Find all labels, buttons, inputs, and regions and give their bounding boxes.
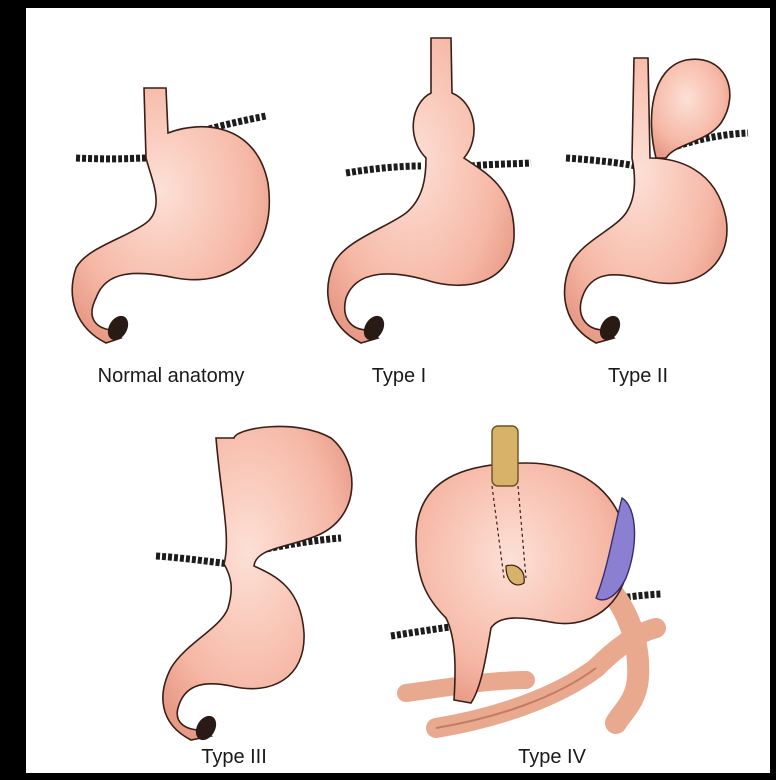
stomach-normal-drawing — [26, 8, 276, 368]
panel-type-3: Type III — [136, 418, 376, 748]
figure-canvas: Normal anatomy Type I Type II Type II — [26, 8, 770, 773]
panel-type-1: Type I — [286, 8, 526, 368]
diaphragm-left — [76, 158, 146, 159]
diaphragm-left — [566, 158, 636, 166]
caption-type-2: Type II — [608, 365, 668, 388]
stomach-type-4-drawing — [376, 418, 766, 748]
caption-normal-anatomy: Normal anatomy — [98, 365, 245, 388]
caption-type-4: Type IV — [518, 746, 586, 769]
caption-type-1: Type I — [372, 365, 426, 388]
diaphragm-left — [156, 556, 231, 564]
panel-type-2: Type II — [526, 8, 770, 368]
stomach-type-3-drawing — [136, 418, 376, 748]
diaphragm-left — [346, 166, 421, 173]
herniated-fundus — [651, 59, 729, 158]
panel-type-4: Type IV — [376, 418, 766, 748]
stomach-type-1 — [328, 38, 514, 343]
diaphragm-right — [471, 163, 531, 166]
stomach-normal — [72, 88, 269, 343]
stomach-type-3 — [163, 426, 352, 740]
stomach-type-2-drawing — [526, 8, 770, 368]
caption-type-3: Type III — [201, 746, 267, 769]
esophagus-tube — [492, 426, 518, 486]
panel-normal-anatomy: Normal anatomy — [26, 8, 276, 368]
stomach-type-1-drawing — [286, 8, 526, 368]
